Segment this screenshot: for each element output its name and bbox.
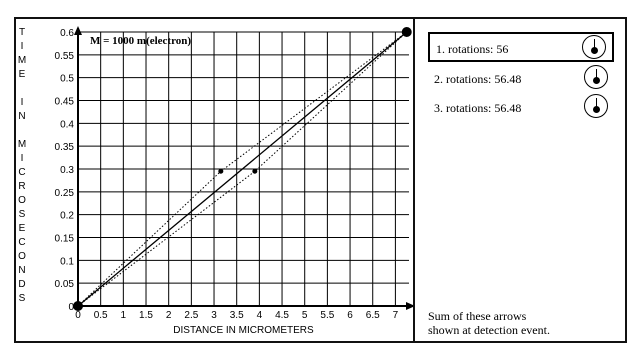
y-tick-label: 0.25	[55, 188, 75, 199]
window-frame	[14, 17, 627, 343]
graph-ticks: 0 0.5 1 1.5 2 2.5 3 3.5 4 4.5 5 5.5 6 6.5 7 0 0.05 0.1 0.1…	[55, 28, 399, 321]
x-tick-label: 1	[121, 310, 127, 321]
y-axis-title-letter: I	[21, 153, 24, 164]
x-axis-title: DISTANCE IN MICROMETERS	[173, 325, 314, 336]
y-axis-title-letter: M	[18, 139, 26, 150]
event-dot	[73, 301, 83, 311]
x-tick-label: 0	[75, 310, 81, 321]
y-tick-label: 0.1	[60, 256, 74, 267]
y-axis-title-letter: C	[18, 237, 25, 248]
rotation-label: 1. rotations: 56	[436, 42, 509, 56]
rotations-panel	[413, 17, 627, 343]
sum-note-line-1: Sum of these arrows	[428, 309, 527, 323]
graph-grid	[74, 26, 414, 310]
phase-clock-icon	[584, 65, 608, 89]
phase-clock-icon	[582, 35, 606, 59]
y-tick-label: 0.4	[60, 119, 74, 130]
y-tick-label: 0.2	[60, 211, 74, 222]
y-tick-label: 0.05	[55, 279, 75, 290]
x-tick-label: 5.5	[320, 310, 334, 321]
x-tick-label: 7	[393, 310, 399, 321]
path-line-3	[77, 31, 408, 307]
x-tick-label: 4.5	[275, 310, 289, 321]
y-axis-title-letter: M	[18, 55, 26, 66]
x-tick-label: 4	[257, 310, 263, 321]
path-graph[interactable]: 0 0.5 1 1.5 2 2.5 3 3.5 4 4.5 5 5.5 6 6.5 7 0 0.05 0.1 0.1…	[14, 17, 414, 343]
y-axis-title-letter: N	[18, 265, 25, 276]
y-axis-title-letter: S	[19, 209, 26, 220]
y-tick-label: 0.3	[60, 165, 74, 176]
y-axis-title-letter: I	[21, 41, 24, 52]
y-axis-title-letter: T	[19, 27, 25, 38]
y-axis-title-letter: O	[18, 195, 26, 206]
y-axis-title-letter: C	[18, 167, 25, 178]
y-axis-title-letter: D	[18, 279, 25, 290]
x-tick-label: 5	[302, 310, 308, 321]
y-axis-title-letter: N	[18, 111, 25, 122]
x-tick-label: 6	[347, 310, 353, 321]
x-tick-label: 3	[211, 310, 217, 321]
rotation-label: 2. rotations: 56.48	[434, 72, 522, 86]
mass-label: M = 1000 m(electron)	[90, 35, 191, 47]
y-axis-title-letter: I	[21, 97, 24, 108]
x-axis-arrow-icon	[406, 302, 414, 310]
y-tick-label: 0.15	[55, 234, 75, 245]
rotation-item-3[interactable]: 3. rotations: 56.48	[428, 93, 614, 123]
y-tick-label: 0.55	[55, 51, 75, 62]
x-tick-label: 3.5	[230, 310, 244, 321]
y-axis-title-letter: S	[19, 293, 26, 304]
sum-note-line-2: shown at detection event.	[428, 323, 550, 337]
y-axis-title-letter: E	[19, 223, 26, 234]
path-midpoint-dot	[252, 168, 258, 174]
x-tick-label: 2.5	[184, 310, 198, 321]
graph-series	[73, 27, 412, 311]
path-line-1	[77, 31, 408, 307]
y-axis-arrow-icon	[74, 26, 82, 35]
rotation-item-2[interactable]: 2. rotations: 56.48	[428, 64, 614, 94]
x-tick-label: 1.5	[139, 310, 153, 321]
x-tick-label: 0.5	[94, 310, 108, 321]
y-axis-title-letter: E	[19, 69, 26, 80]
y-tick-label: 0.5	[60, 74, 74, 85]
graph-labels: M = 1000 m(electron) DISTANCE IN MICROMET…	[18, 27, 314, 336]
phase-clock-icon	[584, 94, 608, 118]
path-midpoint-dot	[218, 168, 224, 174]
y-tick-label: 0.35	[55, 142, 75, 153]
rotation-label: 3. rotations: 56.48	[434, 101, 522, 115]
x-tick-label: 2	[166, 310, 172, 321]
rotation-item-1[interactable]: 1. rotations: 56	[428, 32, 614, 62]
y-axis-title-letter: O	[18, 251, 26, 262]
y-tick-label: 0	[68, 302, 74, 313]
x-tick-label: 6.5	[366, 310, 380, 321]
y-tick-label: 0.45	[55, 97, 75, 108]
y-tick-label: 0.6	[60, 28, 74, 39]
sum-note: Sum of these arrows shown at detection e…	[428, 309, 618, 337]
y-axis-title-letter: R	[18, 181, 25, 192]
event-dot	[401, 27, 412, 37]
